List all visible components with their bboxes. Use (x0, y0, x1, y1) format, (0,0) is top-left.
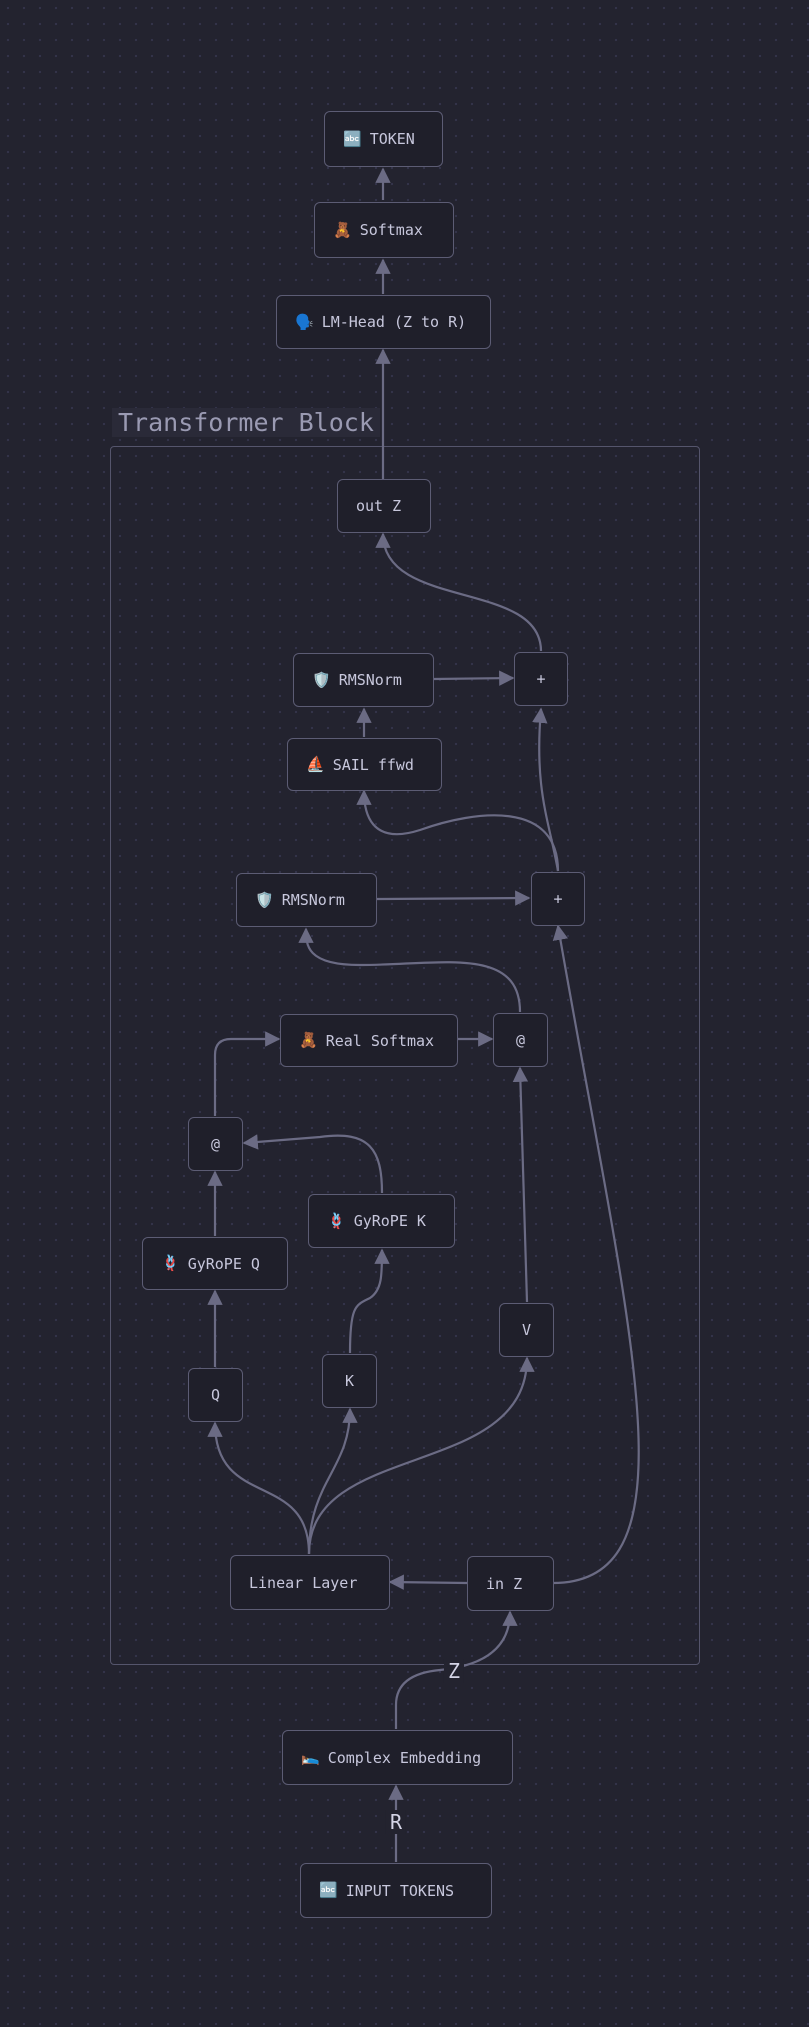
node-in-z[interactable]: in Z (467, 1556, 554, 1611)
plus-symbol: + (536, 670, 546, 688)
edge-matmulright-to-rmsnormmid (298, 927, 522, 1013)
edge-k-to-gyropek (348, 1248, 390, 1354)
node-k[interactable]: K (322, 1354, 377, 1408)
edge-inz-to-linear (388, 1574, 468, 1590)
node-label: V (521, 1321, 532, 1339)
node-label: out Z (356, 497, 402, 515)
edge-inz-to-plusmid (552, 924, 640, 1585)
node-label: Softmax (359, 221, 423, 239)
subgraph-title: Transformer Block (112, 408, 380, 437)
node-lm-head[interactable]: 🗣️ LM-Head (Z to R) (276, 295, 491, 349)
node-label: GyRoPE K (353, 1212, 426, 1230)
sailboat-icon: ⛵ (306, 755, 325, 773)
shield-icon: 🛡️ (312, 670, 331, 689)
node-q[interactable]: Q (188, 1368, 243, 1422)
node-sail-ffwd[interactable]: ⛵ SAIL ffwd (287, 738, 442, 791)
node-linear-layer[interactable]: Linear Layer (230, 1555, 390, 1610)
teddy-bear-icon: 🧸 (299, 1031, 318, 1049)
node-label: LM-Head (Z to R) (321, 313, 467, 331)
node-label: Linear Layer (249, 1573, 358, 1592)
edge-embedding-to-inz (394, 1610, 518, 1729)
plus-symbol: + (553, 890, 563, 908)
matmul-symbol: @ (210, 1135, 221, 1153)
knot-icon: 🪢 (327, 1211, 346, 1230)
edge-plustop-to-outz (375, 532, 543, 652)
edge-gyropek-to-matmulleft (242, 1134, 384, 1194)
node-label: Q (210, 1386, 221, 1404)
node-plus-top[interactable]: + (514, 652, 568, 706)
node-label: in Z (486, 1574, 523, 1593)
node-rmsnorm-mid[interactable]: 🛡️ RMSNorm (236, 873, 377, 927)
node-gyrope-k[interactable]: 🪢 GyRoPE K (308, 1194, 455, 1248)
node-rmsnorm-top[interactable]: 🛡️ RMSNorm (293, 653, 434, 707)
shield-icon: 🛡️ (255, 890, 274, 909)
node-softmax[interactable]: 🧸 Softmax (314, 202, 454, 258)
node-matmul-right[interactable]: @ (493, 1013, 548, 1067)
node-real-softmax[interactable]: 🧸 Real Softmax (280, 1014, 458, 1067)
edge-rmsnormmid-to-plusmid (376, 890, 531, 906)
node-label: K (344, 1372, 355, 1390)
node-label: RMSNorm (281, 891, 345, 909)
node-out-z[interactable]: out Z (337, 479, 431, 533)
node-label: Real Softmax (325, 1031, 435, 1050)
edge-linear-to-q (207, 1421, 311, 1555)
node-gyrope-q[interactable]: 🪢 GyRoPE Q (142, 1237, 288, 1290)
edge-label-z: Z (443, 1659, 465, 1683)
edge-v-to-matmulright (512, 1066, 529, 1303)
edge-linear-to-k (307, 1407, 358, 1555)
node-label: RMSNorm (338, 671, 402, 689)
teddy-bear-icon: 🧸 (333, 220, 352, 239)
transformer-block-subgraph (110, 446, 700, 1665)
matmul-symbol: @ (515, 1031, 526, 1049)
edge-linear-to-v (307, 1356, 535, 1555)
speaking-head-icon: 🗣️ (295, 312, 314, 331)
node-plus-mid[interactable]: + (531, 872, 585, 926)
node-label: TOKEN (369, 130, 415, 148)
knot-icon: 🪢 (161, 1254, 180, 1272)
edge-plusmid-to-sail (356, 789, 560, 872)
node-label: INPUT TOKENS (345, 1881, 455, 1900)
node-label: GyRoPE Q (187, 1254, 260, 1273)
edge-rmsnormtop-to-plustop (433, 670, 515, 686)
edge-plusmid-to-plustop (532, 707, 560, 872)
node-input-tokens[interactable]: 🔤 INPUT TOKENS (300, 1863, 492, 1918)
edge-matmulleft-to-realsoftmax (213, 1031, 281, 1116)
node-complex-embedding[interactable]: 🛌 Complex Embedding (282, 1730, 513, 1785)
node-matmul-left[interactable]: @ (188, 1117, 243, 1171)
person-in-bed-icon: 🛌 (301, 1748, 320, 1766)
node-label: SAIL ffwd (332, 755, 414, 774)
abc-icon: 🔤 (319, 1881, 338, 1899)
abc-icon: 🔤 (343, 129, 362, 148)
node-token[interactable]: 🔤 TOKEN (324, 111, 443, 167)
edge-label-r: R (385, 1810, 407, 1834)
node-label: Complex Embedding (327, 1748, 482, 1767)
node-v[interactable]: V (499, 1303, 554, 1357)
